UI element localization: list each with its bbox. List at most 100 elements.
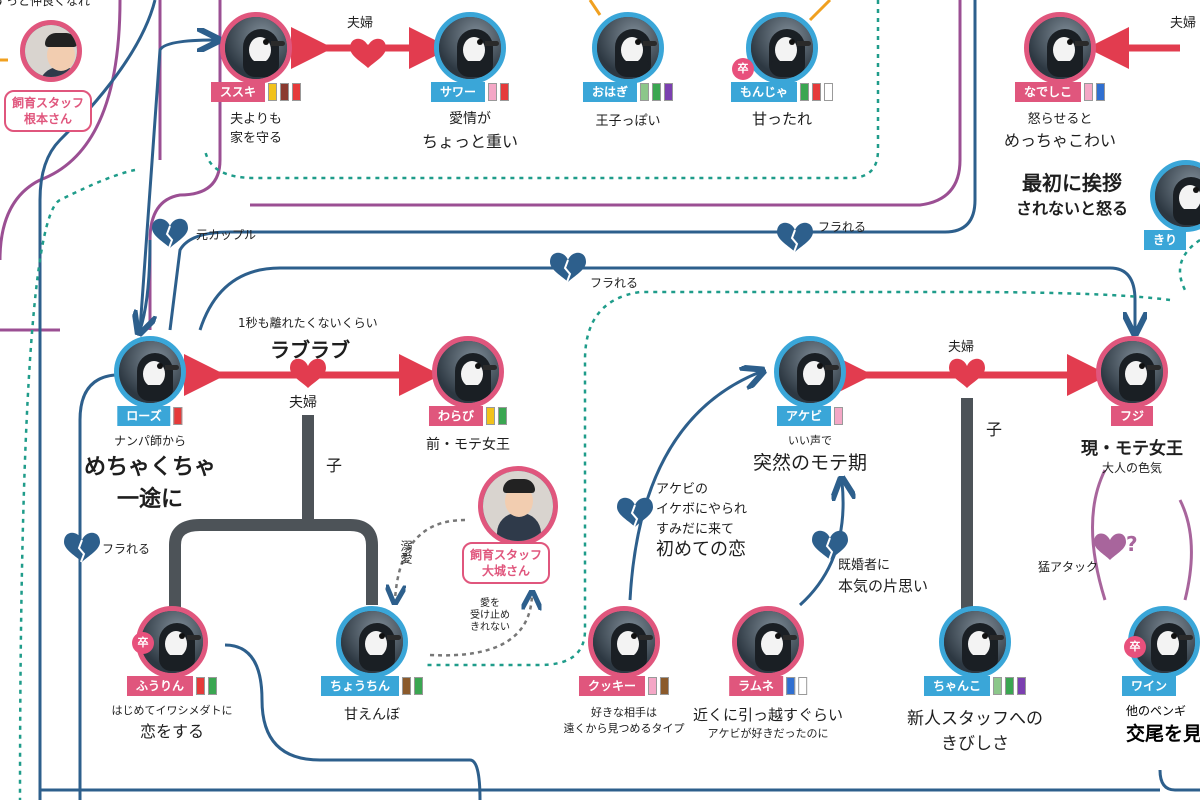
akebi-note-line: 初めての恋 — [656, 539, 746, 560]
color-band — [800, 83, 810, 101]
broken-heart-icon — [64, 218, 848, 562]
name-tag: フジ — [1110, 406, 1154, 426]
purple-line — [148, 0, 222, 330]
caption: 現・モテ女王大人の色気 — [1081, 434, 1183, 476]
color-band — [1017, 677, 1027, 695]
penguin-photo — [732, 606, 804, 678]
caption-line: 突然のモテ期 — [752, 452, 868, 474]
color-band — [402, 677, 412, 695]
penguin-kiri[interactable]: きり — [1130, 160, 1200, 260]
caption: 怒らせるとめっちゃこわい — [1004, 108, 1116, 151]
caption-line: 愛情が — [448, 111, 491, 127]
name-label: ちょうちん — [320, 676, 400, 696]
color-band — [268, 83, 278, 101]
caption: ナンパ師からめちゃくちゃ一途に — [84, 432, 216, 513]
heart-icon — [290, 358, 326, 388]
color-band — [280, 83, 290, 101]
name-tag: ローズ — [117, 406, 183, 426]
kiri-caption-line: されないと怒る — [1016, 199, 1129, 218]
caption: 好きな相手は遠くから見つめるタイプ — [564, 704, 685, 736]
color-band — [498, 407, 508, 425]
child-line — [169, 519, 378, 610]
color-band — [414, 677, 424, 695]
fuufu-label: 夫婦 — [347, 16, 374, 31]
color-band — [500, 83, 510, 101]
name-label: ススキ — [210, 82, 266, 102]
caption: 前・モテ女王 — [426, 434, 510, 454]
blue-line — [628, 372, 760, 601]
dotted-line — [425, 290, 1171, 667]
name-label: ちゃんこ — [923, 676, 991, 696]
color-band — [660, 677, 670, 695]
caption-line: 遠くから見つめるタイプ — [563, 722, 685, 735]
child-label: 子 — [986, 420, 1003, 439]
kikon-note: 既婚者に本気の片思い — [838, 556, 928, 596]
graduate-badge: 卒 — [132, 632, 154, 654]
dashed-arrow — [429, 595, 532, 657]
caption-line: めちゃくちゃ — [83, 455, 217, 480]
love-label: ラブラブ — [270, 338, 350, 362]
caption-line: 他のペンギ — [1126, 704, 1187, 718]
name-tag: ススキ — [210, 82, 302, 102]
ai-label-line: 受け止め — [470, 610, 510, 621]
purple-arrow — [1178, 499, 1193, 601]
penguin-photo — [434, 12, 506, 84]
ai-label-line: きれない — [470, 622, 510, 633]
graduate-badge: 卒 — [732, 58, 754, 80]
fuufu-label: 夫婦 — [289, 395, 317, 411]
caption-line: はじめてイワシメダトに — [111, 704, 233, 717]
name-tag: わらび — [428, 406, 508, 426]
name-label: もんじゃ — [730, 82, 798, 102]
color-band — [208, 677, 218, 695]
name-tag: アケビ — [776, 406, 844, 426]
staff-label-line: 飼育スタッフ — [470, 548, 543, 562]
dotted-line — [18, 168, 136, 800]
blue-line — [138, 40, 215, 331]
name-tag: おはぎ — [582, 82, 674, 102]
caption-line: 家を守る — [229, 131, 283, 146]
penguin-photo — [592, 12, 664, 84]
ai-label-line: 愛を — [480, 598, 500, 609]
color-band — [486, 407, 496, 425]
furareru-label: フラれる — [102, 542, 151, 556]
staff-label: 飼育スタッフ根本さん — [4, 90, 93, 132]
caption-line: ナンパ師から — [113, 434, 187, 448]
caption-line: 好きな相手は — [591, 706, 657, 719]
caption-line: いい声で — [787, 434, 832, 447]
caption: 他のペンギ交尾を見 — [1126, 702, 1200, 746]
caption-line: きびしさ — [941, 734, 1009, 754]
moto-couple-label: 元カップル — [196, 228, 257, 242]
color-band — [834, 407, 844, 425]
name-tag: クッキー — [578, 676, 670, 696]
name-label: サワー — [430, 82, 486, 102]
kikon-note-line: 既婚者に — [838, 558, 891, 573]
heart-icon — [949, 358, 985, 388]
caption-line: 夫よりも — [230, 112, 282, 127]
akebi-note-line: アケビの — [656, 482, 709, 497]
penguin-wain[interactable]: 卒 ワイン 他のペンギ交尾を見 — [1110, 606, 1200, 800]
color-band — [993, 677, 1003, 695]
name-label: フジ — [1110, 406, 1154, 426]
caption: 王子っぽい — [595, 110, 660, 129]
blue-line — [78, 373, 116, 800]
heart-crack — [77, 225, 834, 563]
caption-line: 王子っぽい — [595, 114, 661, 129]
color-band — [797, 677, 807, 695]
caption-line: 甘えんぼ — [344, 707, 400, 723]
name-label: おはぎ — [582, 82, 638, 102]
caption-line: 新人スタッフへの — [907, 709, 1043, 729]
penguin-photo — [746, 12, 818, 84]
name-tag: ふうりん — [126, 676, 218, 696]
blue-line — [140, 239, 150, 330]
love-note: 1秒も離れたくないくらい — [238, 316, 378, 330]
name-tag: ちゃんこ — [923, 676, 1027, 696]
color-band — [824, 83, 834, 101]
penguin-photo — [114, 336, 186, 408]
name-tag: もんじゃ — [730, 82, 834, 102]
akebi-note-line: すみだに来て — [656, 522, 735, 537]
akebi-note-line: イケボにやられ — [656, 502, 748, 517]
penguin-photo — [432, 336, 504, 408]
color-band — [1005, 677, 1015, 695]
dekiai-label: 溺愛 — [399, 540, 413, 564]
